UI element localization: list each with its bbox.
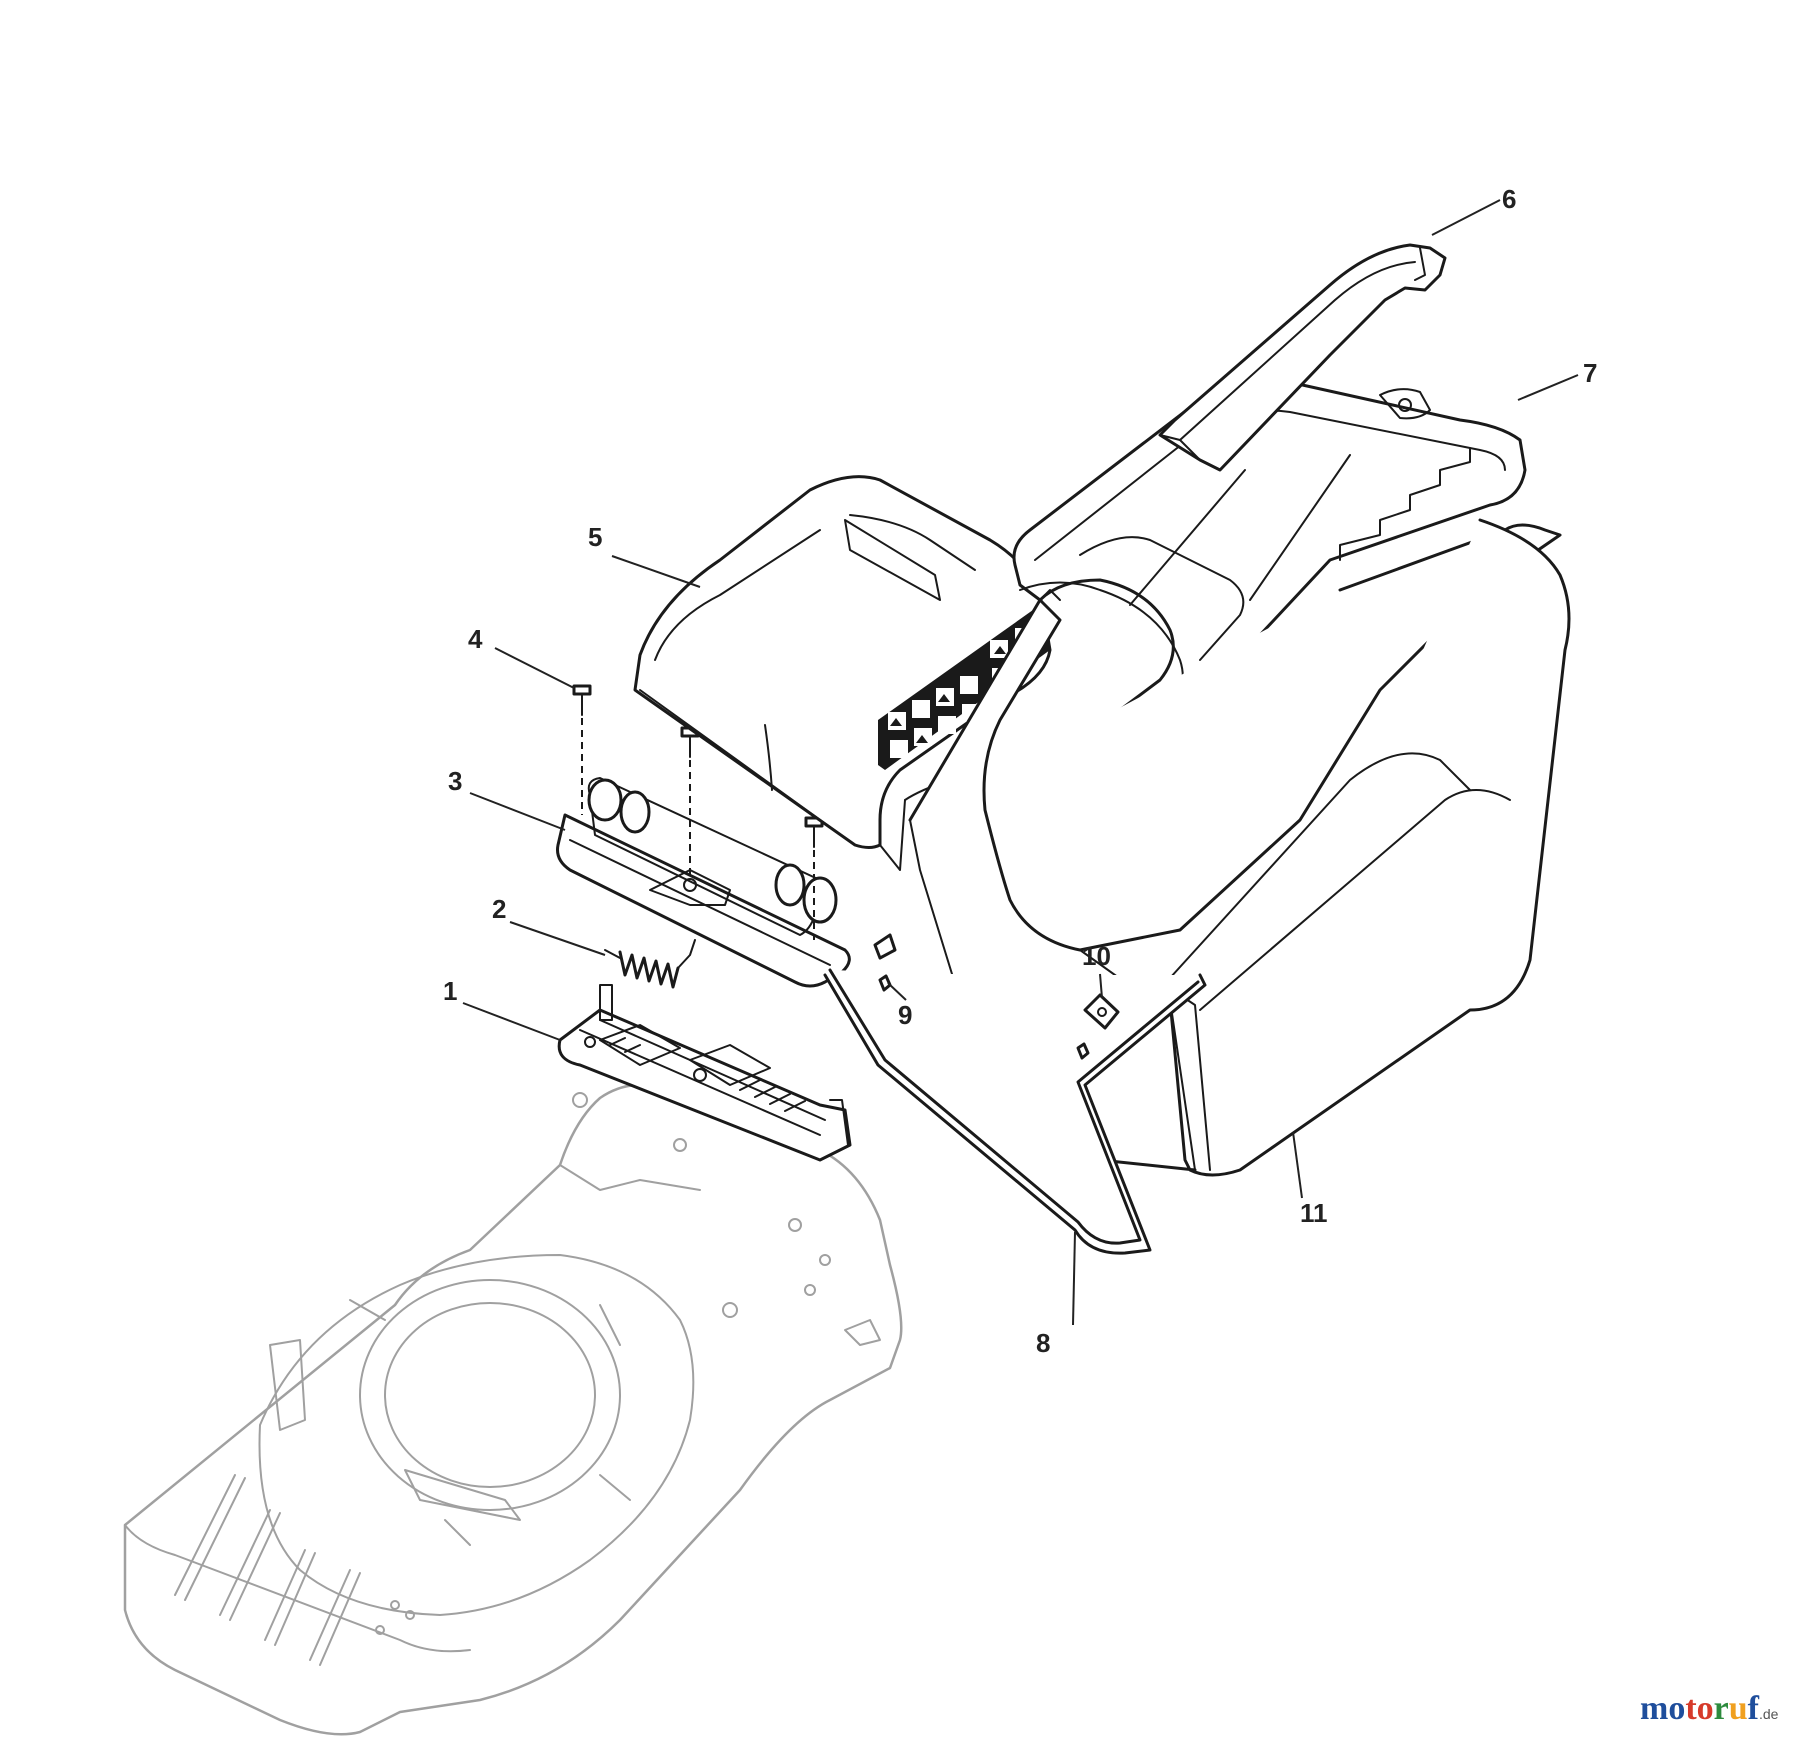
- callout-1: 1: [443, 976, 457, 1006]
- callout-6: 6: [1502, 184, 1516, 214]
- callout-2: 2: [492, 894, 506, 924]
- callout-11: 11: [1300, 1198, 1328, 1228]
- part-3-flap: [556, 777, 851, 988]
- callout-3: 3: [448, 766, 462, 796]
- callout-numbers: 1 2 3 4 5 6 7 8 9 10 11: [443, 184, 1597, 1358]
- callout-8: 8: [1036, 1328, 1050, 1358]
- leader-lines: [462, 199, 1579, 1326]
- part-2-spring: [604, 939, 696, 989]
- part-5-rear-cover: [633, 475, 1052, 871]
- callout-10: 10: [1082, 941, 1111, 971]
- callout-9: 9: [898, 1000, 912, 1030]
- part-8-wire-frame: [823, 968, 1207, 1255]
- part-6-handle: [1158, 243, 1447, 472]
- part-10-clip: [1076, 993, 1120, 1060]
- watermark-logo: motoruf.de: [1640, 1690, 1779, 1727]
- part-11-grass-bag: [908, 518, 1571, 1177]
- part-1-hinge-bracket: [557, 984, 852, 1162]
- mower-deck: [123, 1083, 903, 1736]
- callout-5: 5: [588, 522, 602, 552]
- part-9-nut: [873, 933, 897, 992]
- callout-4: 4: [468, 624, 483, 654]
- callout-7: 7: [1583, 358, 1597, 388]
